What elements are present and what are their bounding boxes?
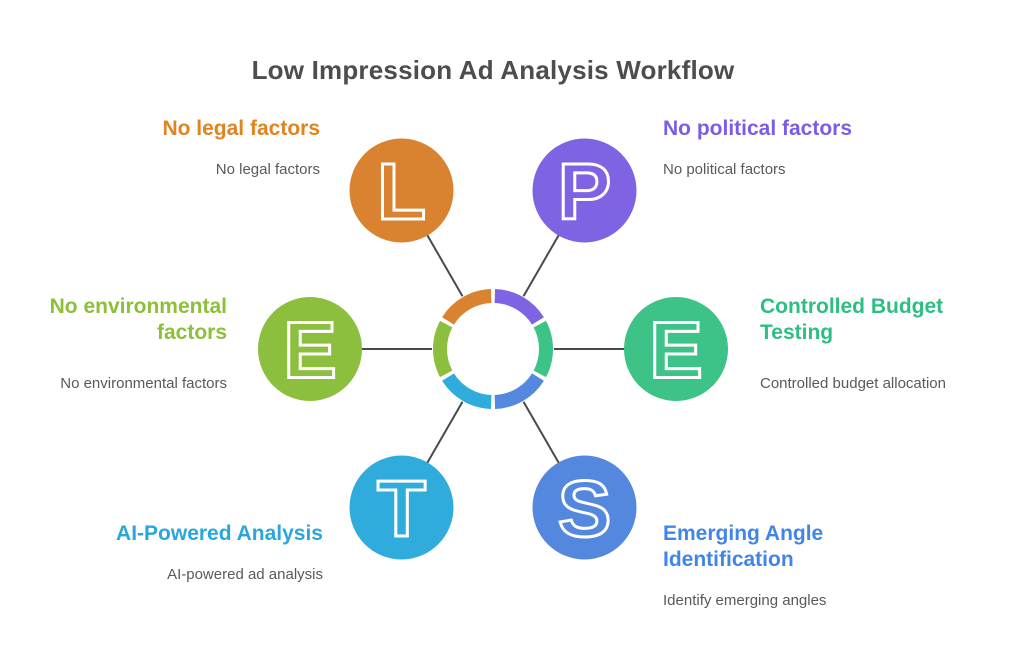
ring-segment-political bbox=[494, 289, 544, 325]
label-ai-heading: AI-Powered Analysis bbox=[116, 522, 323, 545]
node-circle-ai bbox=[349, 455, 454, 560]
label-legal-heading: No legal factors bbox=[162, 117, 320, 140]
label-budget: Controlled Budget Testing Controlled bud… bbox=[760, 294, 980, 393]
label-legal-subtitle: No legal factors bbox=[215, 161, 320, 178]
node-circle-budget bbox=[624, 297, 728, 401]
label-angle-heading: Emerging Angle Identification bbox=[663, 522, 824, 571]
node-letter-legal: L bbox=[377, 147, 426, 236]
node-letter-environmental: E bbox=[283, 306, 336, 395]
label-budget-subtitle: Controlled budget allocation bbox=[760, 375, 946, 392]
label-political-subtitle: No political factors bbox=[663, 161, 786, 178]
node-circle-political bbox=[532, 138, 637, 243]
label-ai: AI-Powered Analysis AI-powered ad analys… bbox=[83, 521, 323, 584]
node-letter-budget: E bbox=[649, 306, 702, 395]
label-ai-subtitle: AI-powered ad analysis bbox=[167, 566, 323, 583]
ring-segment-angle bbox=[494, 373, 544, 409]
ring-segment-ai bbox=[442, 373, 492, 409]
node-circle-legal bbox=[349, 138, 454, 243]
label-political: No political factors No political factor… bbox=[663, 116, 903, 179]
ring-segment-environmental bbox=[433, 320, 453, 378]
label-environmental-heading: No environmental factors bbox=[49, 295, 227, 344]
node-letter-angle: S bbox=[558, 464, 611, 553]
node-circle-angle bbox=[532, 455, 637, 560]
ring-segment-legal bbox=[442, 289, 492, 325]
label-political-heading: No political factors bbox=[663, 117, 853, 140]
node-letter-political: P bbox=[558, 147, 611, 236]
label-environmental: No environmental factors No environmenta… bbox=[27, 294, 227, 393]
node-circle-environmental bbox=[258, 297, 362, 401]
label-environmental-subtitle: No environmental factors bbox=[60, 375, 227, 392]
label-angle-subtitle: Identify emerging angles bbox=[663, 592, 827, 609]
ring-segment-budget bbox=[533, 320, 553, 378]
label-legal: No legal factors No legal factors bbox=[90, 116, 320, 179]
label-budget-heading: Controlled Budget Testing bbox=[760, 295, 944, 344]
page-title: Low Impression Ad Analysis Workflow bbox=[251, 55, 735, 86]
label-angle: Emerging Angle Identification Identify e… bbox=[663, 521, 893, 610]
node-letter-ai: T bbox=[377, 464, 426, 553]
